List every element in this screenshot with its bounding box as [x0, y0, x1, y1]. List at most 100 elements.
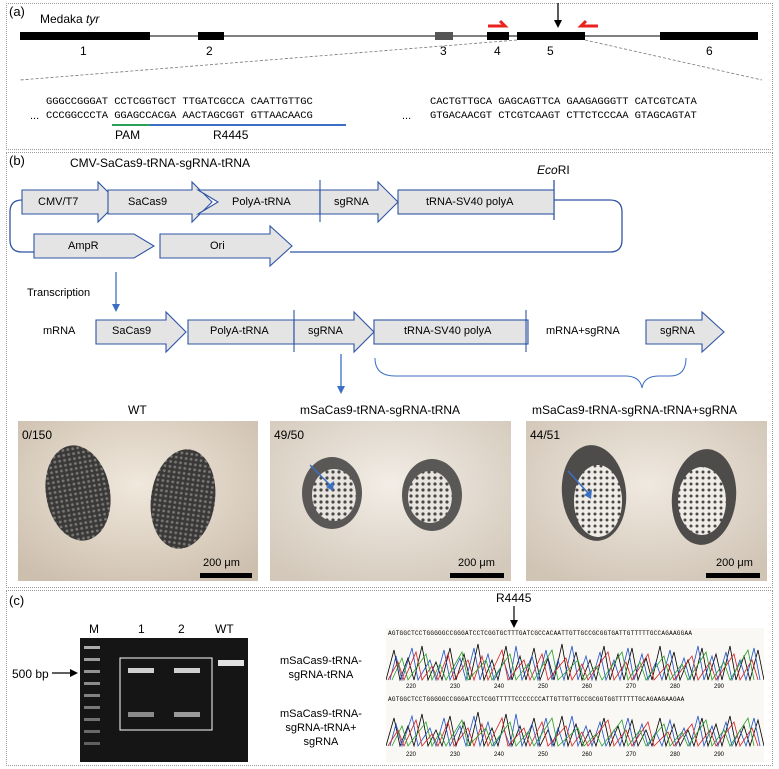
plasmid-backbone — [9, 199, 623, 253]
row2-label-line2: sgRNA-tRNA+ — [285, 722, 357, 734]
marker-arrow — [52, 669, 78, 677]
count-mix: 44/51 — [530, 428, 561, 442]
axis-ticks-2: 220 230 240 250 260 270 280 290 — [386, 752, 764, 762]
gel-lane-2: 2 — [178, 622, 185, 636]
box-trna-sv40 — [397, 189, 555, 215]
gel-highlight-box — [119, 657, 213, 731]
label-sgrna: sgRNA — [334, 196, 369, 208]
mrna-sacas9 — [95, 310, 187, 354]
tick-270: 270 — [626, 684, 637, 690]
site-label-a: R4445 — [213, 128, 249, 142]
ellipsis-right: ... — [402, 110, 412, 122]
exon-label-2: 2 — [206, 44, 213, 58]
free-sgrna — [645, 310, 725, 354]
row2-label-line3: sgRNA — [303, 736, 339, 748]
gene-name-text: Medaka — [40, 12, 87, 26]
photo-title-mrna: mSaCas9-tRNA-sgRNA-tRNA — [300, 403, 461, 417]
seq-read-2: AGTGGCTCCTGGGGGCCGGGATCCTCGGTTTTTCCCCCCC… — [388, 696, 685, 703]
ellipsis-left: ... — [30, 110, 40, 122]
tick2-220: 220 — [406, 752, 417, 758]
exon-label-4: 4 — [494, 44, 501, 58]
exon-label-1: 1 — [80, 44, 87, 58]
plasmid-map — [9, 180, 725, 394]
tick2-240: 240 — [494, 752, 505, 758]
tick-280: 280 — [670, 684, 681, 690]
tick2-270: 270 — [626, 752, 637, 758]
free-sgrna-label: sgRNA — [660, 325, 695, 337]
injection-arrow-head — [337, 386, 345, 394]
tick-230: 230 — [450, 684, 461, 690]
mrna-label-trna-sv40: tRNA-SV40 polyA — [404, 325, 492, 337]
mrna-trna-sv40 — [373, 319, 529, 345]
photo-mix — [526, 421, 767, 581]
pam-label: PAM — [115, 128, 141, 142]
row1-label: mSaCas9-tRNA- sgRNA-tRNA — [280, 654, 362, 682]
scalebar-mrna — [450, 573, 504, 578]
tick-220: 220 — [406, 684, 417, 690]
gel-lane-1: 1 — [138, 622, 145, 636]
pam-underline — [112, 124, 152, 126]
embryo-wt — [18, 421, 258, 581]
construct-title: CMV-SaCas9-tRNA-sgRNA-tRNA — [70, 156, 251, 170]
seq-bottom-left: CCCGGCCCTA GGAGCCACGA AACTAGCGGT GTTAACA… — [46, 110, 313, 122]
exon-label-5: 5 — [547, 44, 554, 58]
seq-top-right: CACTGTTGCA GAGCAGTTCA GAAGAGGGTT CATCGTC… — [430, 96, 697, 108]
gene-name: Medaka tyr — [40, 12, 99, 26]
gel-bands — [84, 646, 244, 745]
site-arrow-c — [510, 606, 518, 628]
transcription-label: Transcription — [27, 287, 91, 299]
scale-text-mix: 200 μm — [716, 557, 753, 569]
seq-read-1: AGTGGCTCCTGGGGGCCGGGATCCTCGGTGCTTTGATCGC… — [388, 630, 693, 637]
mix-label: mRNA+sgRNA — [546, 325, 620, 337]
label-ampr: AmpR — [68, 240, 99, 252]
arrow-polya-trna — [196, 189, 321, 215]
scalebar-mix — [706, 573, 760, 578]
ecori-rest: RI — [557, 163, 570, 177]
target-underline — [150, 124, 346, 126]
scale-text-mrna: 200 μm — [458, 557, 495, 569]
label-ori: Ori — [210, 240, 225, 252]
embryo-mix — [526, 421, 767, 581]
label-trna-sv40: tRNA-SV40 polyA — [426, 196, 514, 208]
tick-240: 240 — [494, 684, 505, 690]
ecori-italic: Eco — [537, 163, 558, 177]
panel-c-label: (c) — [9, 593, 25, 608]
exon-label-3: 3 — [440, 44, 447, 58]
tick2-280: 280 — [670, 752, 681, 758]
cut-arrow-head — [554, 20, 562, 28]
exon-6 — [660, 32, 758, 40]
label-sacas9: SaCas9 — [128, 196, 168, 208]
count-wt: 0/150 — [22, 428, 53, 442]
panel-a-label: (a) — [9, 4, 25, 19]
tick2-260: 260 — [582, 752, 593, 758]
photo-mrna — [270, 421, 511, 581]
forward-primer — [488, 19, 509, 28]
panel-c — [6, 590, 773, 766]
mrna-label-sacas9: SaCas9 — [112, 325, 152, 337]
label-cmv: CMV/T7 — [38, 196, 79, 208]
tick2-250: 250 — [538, 752, 549, 758]
tick-290: 290 — [714, 684, 725, 690]
scale-text-wt: 200 μm — [203, 557, 240, 569]
scalebar-wt — [200, 573, 252, 578]
seq-bottom-right: GTGACAACGT CTCGTCAAGT CTTCTCCCAA GTAGCAG… — [430, 110, 697, 122]
row2-label-line1: mSaCas9-tRNA- — [280, 708, 362, 720]
marker-500bp: 500 bp — [12, 667, 49, 681]
trace-2 — [386, 711, 764, 748]
row1-label-line2: sgRNA-tRNA — [288, 669, 354, 681]
mrna-label-polya-trna: PolyA-tRNA — [210, 325, 269, 337]
seq-top-left: GGGCCGGGAT CCTCGGTGCT TTGATCGCCA CAATTGT… — [46, 96, 313, 108]
zoom-line-right — [584, 39, 763, 81]
reverse-primer — [577, 19, 598, 28]
exon-3 — [435, 32, 453, 40]
mix-bracket — [374, 357, 687, 389]
mrna-sgrna — [293, 310, 375, 354]
embryo-mrna — [270, 421, 511, 581]
tick2-230: 230 — [450, 752, 461, 758]
mrna-label-sgrna: sgRNA — [308, 325, 343, 337]
tick-260: 260 — [582, 684, 593, 690]
exon-2 — [198, 32, 224, 40]
row1-label-line1: mSaCas9-tRNA- — [280, 655, 362, 667]
arrow-ampr — [33, 233, 156, 259]
ecori-label: EcoRI — [537, 163, 570, 177]
